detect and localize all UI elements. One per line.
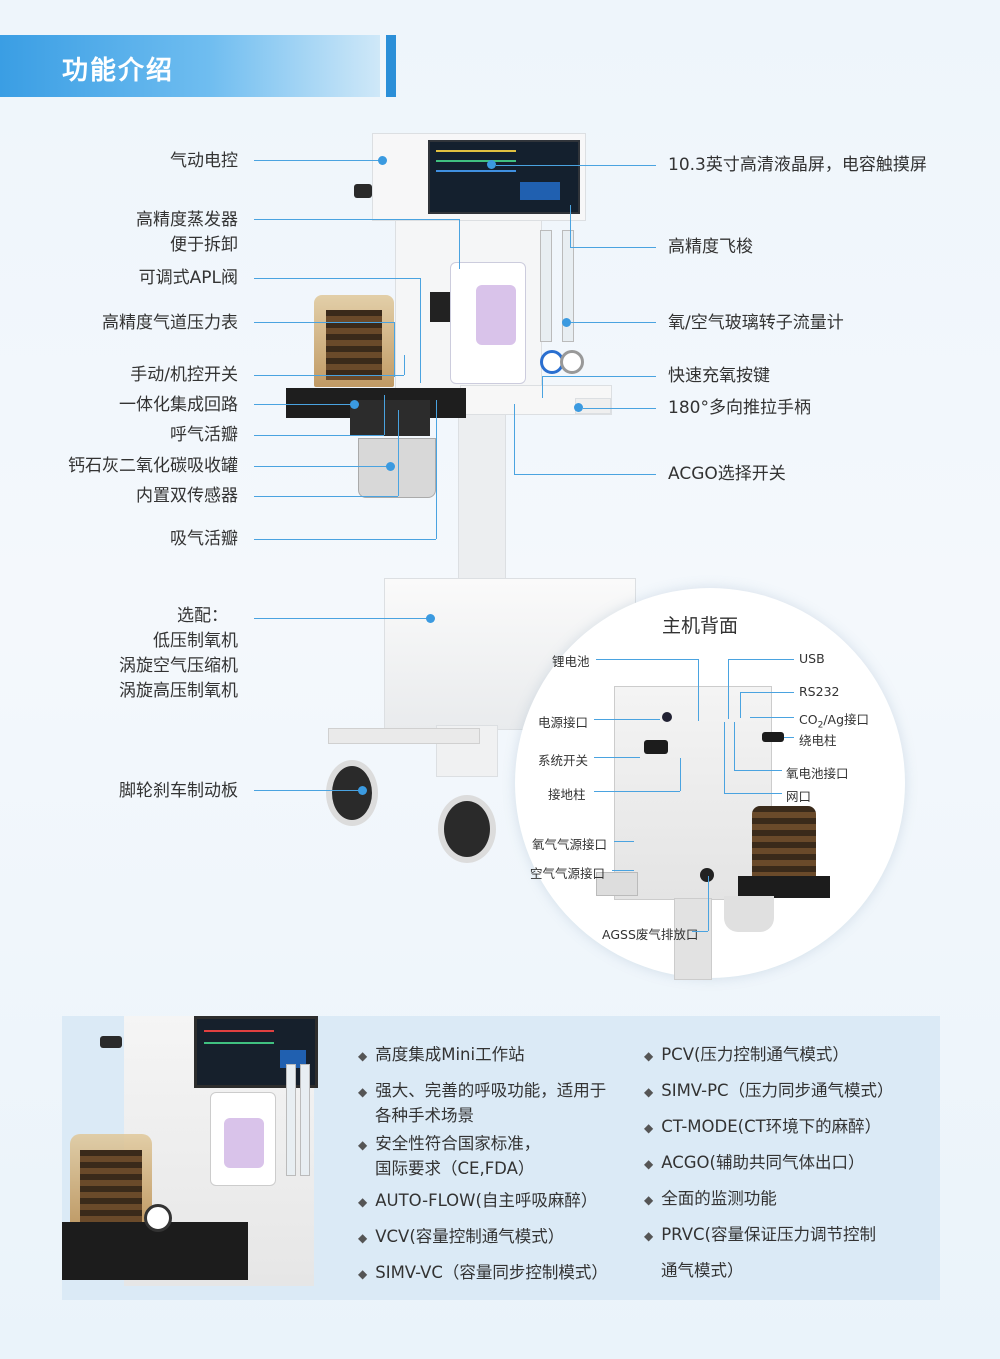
rear-label-o2-battery-port: 氧电池接口 <box>786 766 849 781</box>
rear-label-network-port: 网口 <box>786 789 812 804</box>
label-absorber: 钙石灰二氧化碳吸收罐 <box>68 456 238 476</box>
rear-label-power-port: 电源接口 <box>538 715 589 730</box>
label-acgo-switch: ACGO选择开关 <box>668 464 786 484</box>
feature-item: ◆AUTO-FLOW(自主呼吸麻醉） <box>358 1191 598 1210</box>
feature-list-left: ◆高度集成Mini工作站 ◆强大、完善的呼吸功能，适用于 各种手术场景 ◆安全性… <box>358 1043 638 1286</box>
rear-label-battery: 锂电池 <box>552 654 590 669</box>
label-optional-2: 涡旋空气压缩机 <box>119 656 238 676</box>
rear-label-system-switch: 系统开关 <box>538 753 589 768</box>
label-vaporizer: 高精度蒸发器 <box>136 210 238 230</box>
feature-item: ◆高度集成Mini工作站 <box>358 1045 525 1064</box>
wheel-right <box>438 795 496 863</box>
label-flowmeter: 氧/空气玻璃转子流量计 <box>668 313 844 333</box>
feature-item: ◆SIMV-PC（压力同步通气模式） <box>644 1081 894 1100</box>
rear-label-cord-post: 绕电柱 <box>799 733 837 748</box>
rear-label-o2-inlet: 氧气气源接口 <box>532 837 608 852</box>
label-apl-valve: 可调式APL阀 <box>138 268 238 288</box>
rear-label-usb: USB <box>799 651 825 666</box>
rear-label-rs232: RS232 <box>799 684 840 699</box>
feature-item-cont: 国际要求（CE,FDA） <box>375 1159 535 1178</box>
feature-item-cont: 各种手术场景 <box>375 1106 474 1125</box>
label-manual-switch: 手动/机控开关 <box>130 365 238 385</box>
label-vaporizer-detachable: 便于拆卸 <box>170 235 238 255</box>
wheel-left <box>326 760 378 826</box>
rear-label-agss-port: AGSS废气排放口 <box>602 927 699 942</box>
feature-item: ◆PCV(压力控制通气模式） <box>644 1045 849 1064</box>
label-optional-1: 低压制氧机 <box>153 631 238 651</box>
feature-item: ◆VCV(容量控制通气模式） <box>358 1227 565 1246</box>
rear-label-ground-post: 接地柱 <box>548 787 586 802</box>
rear-label-co2-ag-port: CO2/Ag接口 <box>799 712 870 731</box>
label-caster-brake: 脚轮刹车制动板 <box>119 781 238 801</box>
header-banner <box>0 35 380 97</box>
label-inhale-valve: 吸气活瓣 <box>170 529 238 549</box>
rear-label-air-inlet: 空气气源接口 <box>530 866 606 881</box>
label-jog-dial: 高精度飞梭 <box>668 237 753 257</box>
label-touchscreen: 10.3英寸高清液晶屏，电容触摸屏 <box>668 155 927 175</box>
feature-item: ◆SIMV-VC（容量同步控制模式） <box>358 1263 608 1282</box>
feature-item: ◆PRVC(容量保证压力调节控制 <box>644 1225 876 1244</box>
label-pressure-gauge: 高精度气道压力表 <box>102 313 238 333</box>
label-o2-flush: 快速充氧按键 <box>668 366 770 386</box>
label-integrated-circuit: 一体化集成回路 <box>119 395 238 415</box>
label-dual-sensors: 内置双传感器 <box>136 486 238 506</box>
feature-item: ◆安全性符合国家标准， <box>358 1134 541 1153</box>
label-handle: 180°多向推拉手柄 <box>668 398 811 418</box>
label-optional-heading: 选配： <box>177 606 228 626</box>
header-banner-bar <box>386 35 396 97</box>
monitor-screen <box>428 140 580 214</box>
label-optional-3: 涡旋高压制氧机 <box>119 681 238 701</box>
feature-list-right: ◆PCV(压力控制通气模式） ◆SIMV-PC（压力同步通气模式） ◆CT-MO… <box>644 1043 934 1283</box>
page-title: 功能介绍 <box>62 56 175 86</box>
feature-item: ◆强大、完善的呼吸功能，适用于 <box>358 1081 607 1100</box>
feature-item: ◆CT-MODE(CT环境下的麻醉） <box>644 1117 882 1136</box>
feature-item: ◆全面的监测功能 <box>644 1189 777 1208</box>
label-exhale-valve: 呼气活瓣 <box>170 425 238 445</box>
feature-item-cont: 通气模式） <box>661 1261 744 1280</box>
feature-item: ◆ACGO(辅助共同气体出口） <box>644 1153 865 1172</box>
label-pneumatic-control: 气动电控 <box>170 151 238 171</box>
rear-view-title: 主机背面 <box>662 615 739 637</box>
